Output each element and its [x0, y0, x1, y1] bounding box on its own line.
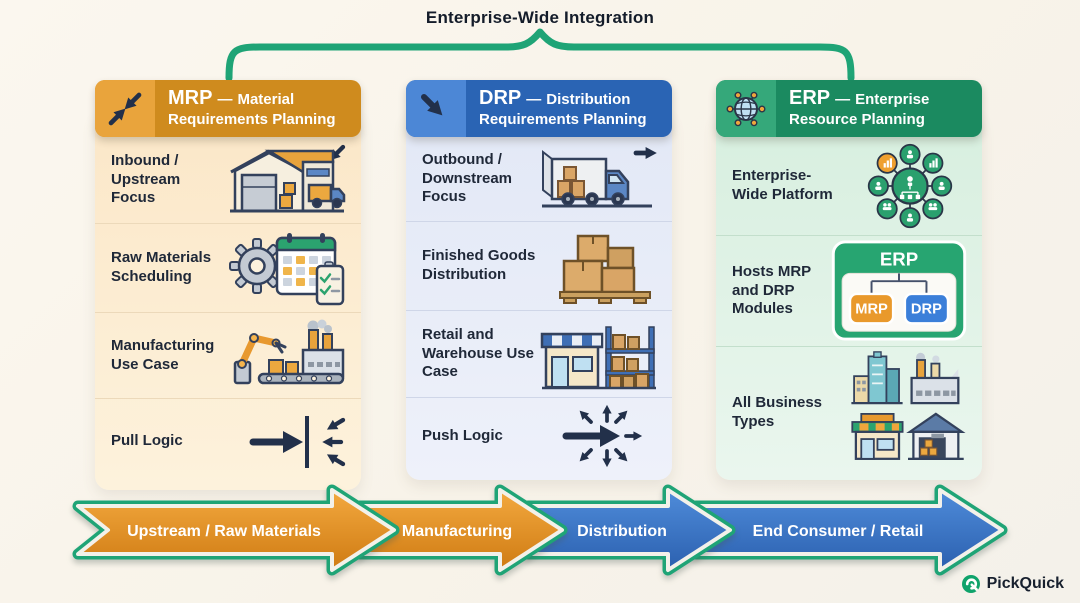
flow-label: End Consumer / Retail [753, 523, 924, 540]
flow-label: Manufacturing [402, 523, 512, 540]
pickquick-logo-icon [961, 575, 980, 593]
mrp-header: MRP—Material Requirements Planning [95, 80, 361, 137]
row-label: Retail and Warehouse Use Case [422, 325, 534, 381]
erp-panel: Enterprise-Wide Platform [716, 110, 982, 480]
row-label: Finished Goods Distribution [422, 247, 536, 283]
drp-row-retail-warehouse: Retail and Warehouse Use Case [406, 310, 672, 397]
drp-header: DRP—Distribution Requirements Planning [406, 80, 672, 137]
delivery-truck-outbound-icon [540, 141, 658, 217]
hub-network-icon [852, 141, 968, 231]
erp-header-title: ERP—Enterprise Resource Planning [789, 87, 930, 128]
row-label: Enterprise-Wide Platform [732, 167, 833, 203]
converge-arrows-icon [95, 80, 155, 137]
warehouse-inbound-truck-icon [227, 141, 347, 219]
drp-panel: Outbound / Downstream Focus [406, 110, 672, 480]
brand-logo: PickQuick [961, 574, 1064, 594]
flow-segment-end-consumer: End Consumer / Retail [690, 484, 1008, 576]
outbound-arrow-icon [406, 80, 466, 137]
drp-header-title: DRP—Distribution Requirements Planning [479, 87, 647, 128]
erp-row-platform: Enterprise-Wide Platform [716, 137, 982, 235]
mrp-panel: Inbound / Upstream Focus [95, 110, 361, 490]
flow-label: Upstream / Raw Materials [127, 523, 321, 540]
mrp-module-label: MRP [855, 302, 888, 318]
mrp-row-pull-logic: Pull Logic [95, 398, 361, 484]
mrp-row-manufacturing: Manufacturing Use Case [95, 312, 361, 398]
row-label: Hosts MRP and DRP Modules [732, 262, 811, 318]
erp-row-hosts-modules: Hosts MRP and DRP Modules ERP MRP DRP [716, 235, 982, 346]
business-types-grid-icon [848, 351, 968, 475]
row-label: Raw Materials Scheduling [111, 249, 212, 285]
mrp-header-title: MRP—Material Requirements Planning [168, 87, 336, 128]
pull-converging-arrows-icon [247, 411, 347, 473]
erp-modules-diagram: ERP MRP DRP [830, 240, 968, 342]
row-label: Manufacturing Use Case [111, 336, 215, 373]
drp-row-push-logic: Push Logic [406, 397, 672, 474]
flow-segment-distribution: Distribution [522, 484, 736, 576]
flow-label: Distribution [577, 523, 667, 540]
brand-name: PickQuick [986, 575, 1064, 592]
erp-parent-label: ERP [880, 249, 918, 270]
pallet-boxes-icon [552, 226, 658, 306]
mrp-row-inbound-focus: Inbound / Upstream Focus [95, 137, 361, 223]
flow-segment-upstream: Upstream / Raw Materials [72, 484, 400, 576]
mrp-row-raw-materials: Raw Materials Scheduling [95, 223, 361, 312]
row-label: All Business Types [732, 394, 823, 430]
drp-row-finished-goods: Finished Goods Distribution [406, 221, 672, 310]
page-title: Enterprise-Wide Integration [425, 8, 655, 27]
row-label: Pull Logic [111, 432, 183, 450]
erp-row-business-types: All Business Types [716, 346, 982, 479]
robot-arm-factory-icon [229, 318, 347, 394]
globe-network-icon [716, 80, 776, 137]
row-label: Outbound / Downstream Focus [422, 150, 513, 206]
drp-module-label: DRP [911, 302, 942, 318]
drp-row-outbound-focus: Outbound / Downstream Focus [406, 137, 672, 221]
flow-segment-manufacturing: Manufacturing [354, 484, 568, 576]
push-diverging-arrows-icon [558, 402, 658, 470]
row-label: Push Logic [422, 426, 503, 444]
row-label: Inbound / Upstream Focus [111, 151, 181, 207]
storefront-rack-icon [540, 315, 658, 393]
erp-header: ERP—Enterprise Resource Planning [716, 80, 982, 137]
gear-calendar-checklist-icon [229, 228, 347, 308]
